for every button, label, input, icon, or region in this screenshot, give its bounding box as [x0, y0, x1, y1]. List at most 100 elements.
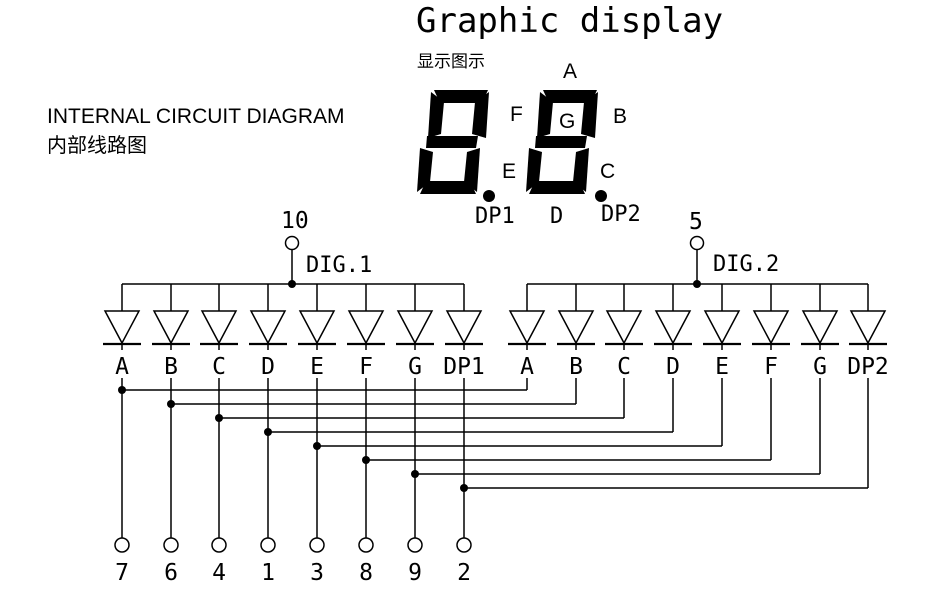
- segment-net-junction: [264, 428, 272, 436]
- display-label-g: G: [559, 110, 575, 133]
- seven-segment-digit-2: [526, 90, 598, 194]
- segment-net-junction: [118, 386, 126, 394]
- display-label-f: F: [510, 103, 523, 126]
- bottom-pin-number: 4: [212, 560, 226, 586]
- bottom-pin-number: 3: [310, 560, 324, 586]
- internal-circuit-title-cn: 内部线路图: [47, 133, 147, 157]
- segment-net-b: [167, 378, 577, 538]
- digit1-segment-b: [472, 92, 489, 138]
- digit1-segment-g: [426, 136, 478, 148]
- dig1-diode-e: E: [298, 284, 336, 380]
- dig1-diode-g-label: G: [408, 354, 422, 380]
- segment-net-junction: [362, 456, 370, 464]
- display-label-a: A: [563, 60, 577, 83]
- segment-net-junction: [313, 442, 321, 450]
- dig1-diode-d-label: D: [261, 354, 275, 380]
- dig2-diode-g: G: [801, 284, 839, 380]
- dig2-diode-d-label: D: [666, 354, 680, 380]
- bottom-pin-4: 4: [211, 537, 227, 586]
- dig2-label: DIG.2: [713, 252, 779, 277]
- dig1-diode-dp1: DP1: [443, 284, 485, 380]
- graphic-display-title: Graphic display: [416, 1, 723, 41]
- segment-net-a: [118, 378, 528, 538]
- dig2-diode-a: A: [508, 284, 546, 380]
- bottom-pin-number: 8: [359, 560, 373, 586]
- digit2-segment-e: [526, 148, 542, 192]
- bottom-pin-2: 2: [456, 537, 472, 586]
- dig2-diode-c-label: C: [617, 354, 631, 380]
- digit2-segment-g: [535, 136, 587, 148]
- segment-net-d: [264, 378, 674, 538]
- display-label-b: B: [613, 105, 627, 128]
- bottom-pin-9: 9: [407, 537, 423, 586]
- dig1-diode-g: G: [396, 284, 434, 380]
- segment-net-junction: [167, 400, 175, 408]
- bottom-pin-number: 1: [261, 560, 275, 586]
- decimal-point-1: [483, 190, 495, 202]
- bottom-pin-3: 3: [309, 537, 325, 586]
- digit2-segment-f: [537, 92, 553, 138]
- dig2-diode-b-label: B: [569, 354, 583, 380]
- bottom-pin-number: 2: [457, 560, 471, 586]
- display-label-dp1: DP1: [475, 204, 515, 229]
- dig1-diode-e-label: E: [310, 354, 324, 380]
- digit2-segment-a: [543, 90, 597, 103]
- dig1-diode-a-label: A: [115, 354, 129, 380]
- dig1-diode-b: B: [152, 284, 190, 380]
- dig2-diode-dp2-label: DP2: [847, 354, 889, 380]
- bottom-pin-number: 6: [164, 560, 178, 586]
- graphic-display-title-cn: 显示图示: [417, 52, 485, 72]
- dig1-diode-dp1-label: DP1: [443, 354, 485, 380]
- display-label-e: E: [502, 160, 516, 183]
- dig1-diode-f-label: F: [359, 354, 373, 380]
- dig2-diode-f-label: F: [764, 354, 778, 380]
- dig1-diode-b-label: B: [164, 354, 178, 380]
- digit1-segment-f: [428, 92, 444, 138]
- digit2-segment-b: [581, 92, 598, 138]
- segment-net-junction: [460, 484, 468, 492]
- digit2-segment-d: [529, 181, 585, 194]
- dig1-diode-c: C: [200, 284, 238, 380]
- dig2-diode-e: E: [703, 284, 741, 380]
- bottom-pin-1: 1: [260, 537, 276, 586]
- segment-net-junction: [215, 414, 223, 422]
- decimal-point-2: [595, 190, 607, 202]
- display-label-c: C: [600, 160, 615, 183]
- dig1-diode-d: D: [249, 284, 287, 380]
- segment-net-dp: [460, 378, 869, 538]
- bottom-pin-number: 7: [115, 560, 129, 586]
- dig2-pin-number: 5: [689, 209, 703, 235]
- segment-net-e: [313, 378, 723, 538]
- dig1-pin: [284, 235, 300, 251]
- dig1-label: DIG.1: [306, 253, 372, 278]
- bottom-pin-7: 7: [114, 537, 130, 586]
- dig2-diode-g-label: G: [813, 354, 827, 380]
- digit1-segment-a: [434, 90, 488, 103]
- digit1-segment-e: [417, 148, 433, 192]
- dig1-pin-number: 10: [281, 208, 309, 234]
- bottom-pin-number: 9: [408, 560, 422, 586]
- bottom-pin-6: 6: [163, 537, 179, 586]
- segment-net-junction: [411, 470, 419, 478]
- dig2-diode-e-label: E: [715, 354, 729, 380]
- segment-net-g: [411, 378, 821, 538]
- dig2-diode-b: B: [557, 284, 595, 380]
- dig1-diode-a: A: [103, 284, 141, 380]
- digit1-segment-d: [420, 181, 476, 194]
- dig2-pin: [689, 235, 705, 251]
- segment-net-c: [215, 378, 625, 538]
- internal-circuit-title: INTERNAL CIRCUIT DIAGRAM: [47, 105, 345, 128]
- display-label-d: D: [550, 204, 563, 229]
- seven-segment-digit-1: [417, 90, 489, 194]
- segment-net-f: [362, 378, 772, 538]
- dig2-diode-c: C: [605, 284, 643, 380]
- dig1-diode-f: F: [347, 284, 385, 380]
- dig2-diode-a-label: A: [520, 354, 534, 380]
- dig2-diode-d: D: [654, 284, 692, 380]
- bottom-pin-8: 8: [358, 537, 374, 586]
- dig2-diode-dp2: DP2: [847, 284, 889, 380]
- dig1-diode-c-label: C: [212, 354, 226, 380]
- display-label-dp2: DP2: [601, 202, 641, 227]
- dig2-diode-f: F: [752, 284, 790, 380]
